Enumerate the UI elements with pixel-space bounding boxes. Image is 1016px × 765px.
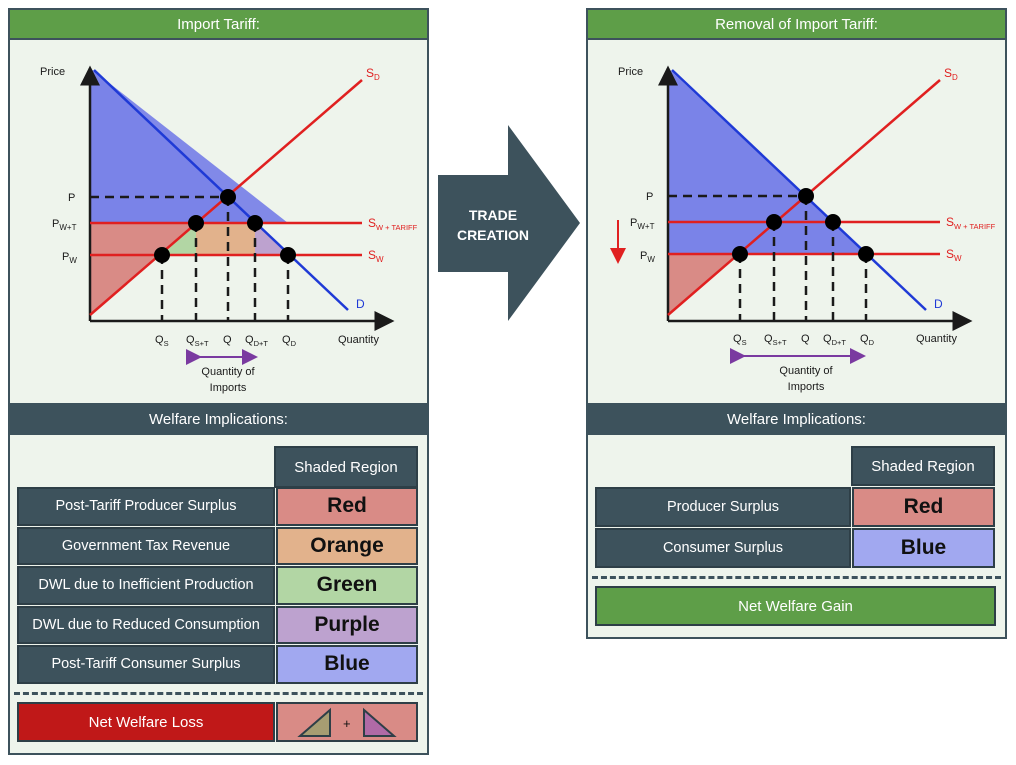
imports-label-1: Quantity of: [779, 365, 833, 377]
price-wt-label: PW+T: [52, 218, 77, 232]
price-axis-label: Price: [618, 66, 643, 78]
welfare-row-label: Producer Surplus: [595, 487, 851, 527]
demand-curve: [671, 69, 927, 311]
trade-creation-arrow: [438, 125, 580, 321]
welfare-row-label: Post-Tariff Producer Surplus: [17, 487, 275, 526]
import-tariff-panel: Import Tariff:: [8, 8, 429, 755]
imports-label-2: Imports: [210, 382, 247, 394]
qs-point: [154, 247, 170, 263]
welfare-row-region: Red: [276, 487, 418, 526]
q-label: Q: [801, 333, 810, 345]
qst-label: QS+T: [186, 334, 209, 348]
welfare-row-region: Purple: [276, 605, 418, 644]
price-w-label: PW: [640, 250, 655, 264]
trade-creation-label: TRADE CREATION: [456, 207, 530, 243]
welfare-row-region: Orange: [276, 526, 418, 565]
supply-label: SD: [944, 66, 958, 82]
welfare-row-region: Blue: [276, 645, 418, 684]
removal-graph: Price Quantity SD D P PW+T PW SW + TARIF…: [610, 65, 996, 393]
price-p-label: P: [646, 191, 653, 203]
orange-region: [196, 223, 255, 255]
net-welfare-gain-label: Net Welfare Gain: [595, 586, 996, 626]
welfare-row-label: DWL due to Reduced Consumption: [17, 605, 275, 644]
qdt-label: QD+T: [823, 333, 846, 347]
net-welfare-loss-shapes: +: [276, 702, 418, 742]
sw-tariff-label: SW + TARIFF: [946, 215, 996, 231]
price-w-label: PW: [62, 251, 77, 265]
welfare-row-region: Red: [852, 487, 995, 527]
svg-text:+: +: [343, 716, 351, 731]
quantity-axis-label: Quantity: [916, 333, 957, 345]
imports-label-2: Imports: [788, 381, 825, 393]
removal-tariff-panel: Removal of Import Tariff:: [586, 8, 1007, 639]
left-table-header: Shaded Region: [274, 446, 418, 488]
price-wt-label: PW+T: [630, 217, 655, 231]
equilibrium-point: [798, 188, 814, 204]
net-welfare-loss-label: Net Welfare Loss: [17, 702, 275, 742]
price-p-label: P: [68, 192, 75, 204]
quantity-axis-label: Quantity: [338, 334, 379, 346]
q-label: Q: [223, 334, 232, 346]
left-separator: [14, 692, 423, 695]
qdt-point: [247, 215, 263, 231]
price-axis-label: Price: [40, 66, 65, 78]
qd-label: QD: [282, 334, 297, 348]
import-tariff-title: Import Tariff:: [10, 10, 427, 40]
welfare-row-label: Post-Tariff Consumer Surplus: [17, 645, 275, 684]
right-table-header: Shaded Region: [851, 446, 995, 486]
demand-curve: [93, 69, 349, 311]
qs-label: QS: [733, 333, 747, 347]
welfare-row-label: Consumer Surplus: [595, 528, 851, 568]
dwl-triangles-icon: +: [297, 707, 397, 737]
welfare-row-label: Government Tax Revenue: [17, 526, 275, 565]
qdt-point: [825, 214, 841, 230]
qdt-label: QD+T: [245, 334, 268, 348]
right-separator: [592, 576, 1001, 579]
welfare-row-region: Blue: [852, 528, 995, 568]
qst-point: [766, 214, 782, 230]
welfare-row-label: DWL due to Inefficient Production: [17, 566, 275, 605]
sw-label: SW: [368, 248, 384, 264]
qs-label: QS: [155, 334, 169, 348]
imports-label-1: Quantity of: [201, 366, 255, 378]
qst-label: QS+T: [764, 333, 787, 347]
qs-point: [732, 246, 748, 262]
supply-label: SD: [366, 66, 380, 82]
demand-label: D: [356, 297, 365, 311]
sw-tariff-label: SW + TARIFF: [368, 216, 418, 232]
tariff-graph: Price Quantity SD D P PW+T PW SW + TARIF…: [40, 65, 418, 394]
sw-label: SW: [946, 247, 962, 263]
demand-label: D: [934, 297, 943, 311]
equilibrium-point: [220, 189, 236, 205]
welfare-row-region: Green: [276, 566, 418, 605]
qd-label: QD: [860, 333, 875, 347]
left-welfare-title: Welfare Implications:: [10, 403, 427, 435]
qd-point: [858, 246, 874, 262]
removal-tariff-title: Removal of Import Tariff:: [588, 10, 1005, 40]
qst-point: [188, 215, 204, 231]
right-welfare-title: Welfare Implications:: [588, 403, 1005, 435]
qd-point: [280, 247, 296, 263]
